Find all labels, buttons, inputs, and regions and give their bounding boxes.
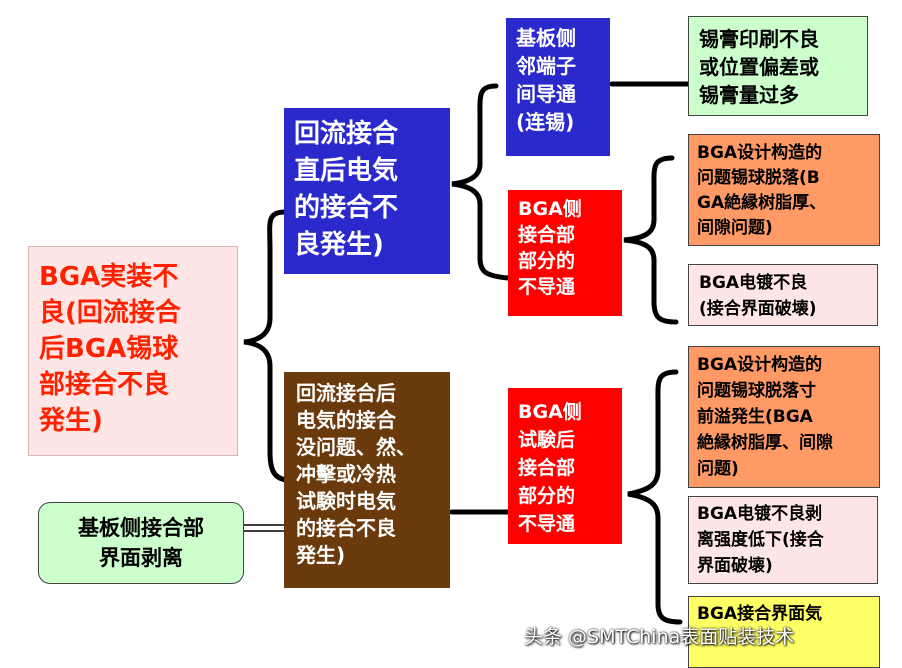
plating-defect-box: BGA电镀不良 (接合界面破壊)	[688, 264, 878, 326]
bga2-brace	[627, 369, 683, 625]
root-brace	[243, 209, 289, 483]
bga-interface-box: BGA接合界面気	[688, 596, 880, 668]
bga-joint-open-box: BGA侧 接合部 部分的 不导通	[508, 190, 622, 316]
reflow-brace	[451, 83, 511, 281]
post-reflow-failure-box: 回流接合后 电気的接合 没问题、然、 冲擊或冷热 试験时电気 的接合不良 発生)	[284, 372, 450, 588]
bga-joint-open-after-test-box: BGA侧 试験后 接合部 部分的 不导通	[508, 388, 622, 544]
substrate-bridge-box: 基板侧 邻端子 间导通 (连锡)	[506, 18, 610, 156]
reflow-immediate-failure-box: 回流接合 直后电気 的接合不 良発生)	[284, 108, 450, 274]
design-issue-box-2: BGA设计构造的 问题锡球脱落寸 前溢発生(BGA 絶縁树脂厚、间隙 问题)	[688, 346, 880, 488]
root-cause-box: BGA実装不 良(回流接合 后BGA锡球 部接合不良 発生)	[28, 246, 238, 456]
watermark: 头条 @SMTChina表面贴装技术	[524, 626, 795, 648]
substrate-interface-peel-box: 基板侧接合部 界面剥离	[38, 502, 244, 584]
paste-print-defect-box: 锡膏印刷不良 或位置偏差或 锡膏量过多	[688, 16, 868, 116]
plating-peel-strength-box: BGA电镀不良剥 离强度低下(接合 界面破壊)	[688, 496, 878, 584]
bga1-brace	[623, 155, 679, 325]
design-issue-box: BGA设计构造的 问题锡球脱落(B GA絶縁树脂厚、 间隙问题)	[688, 134, 880, 246]
